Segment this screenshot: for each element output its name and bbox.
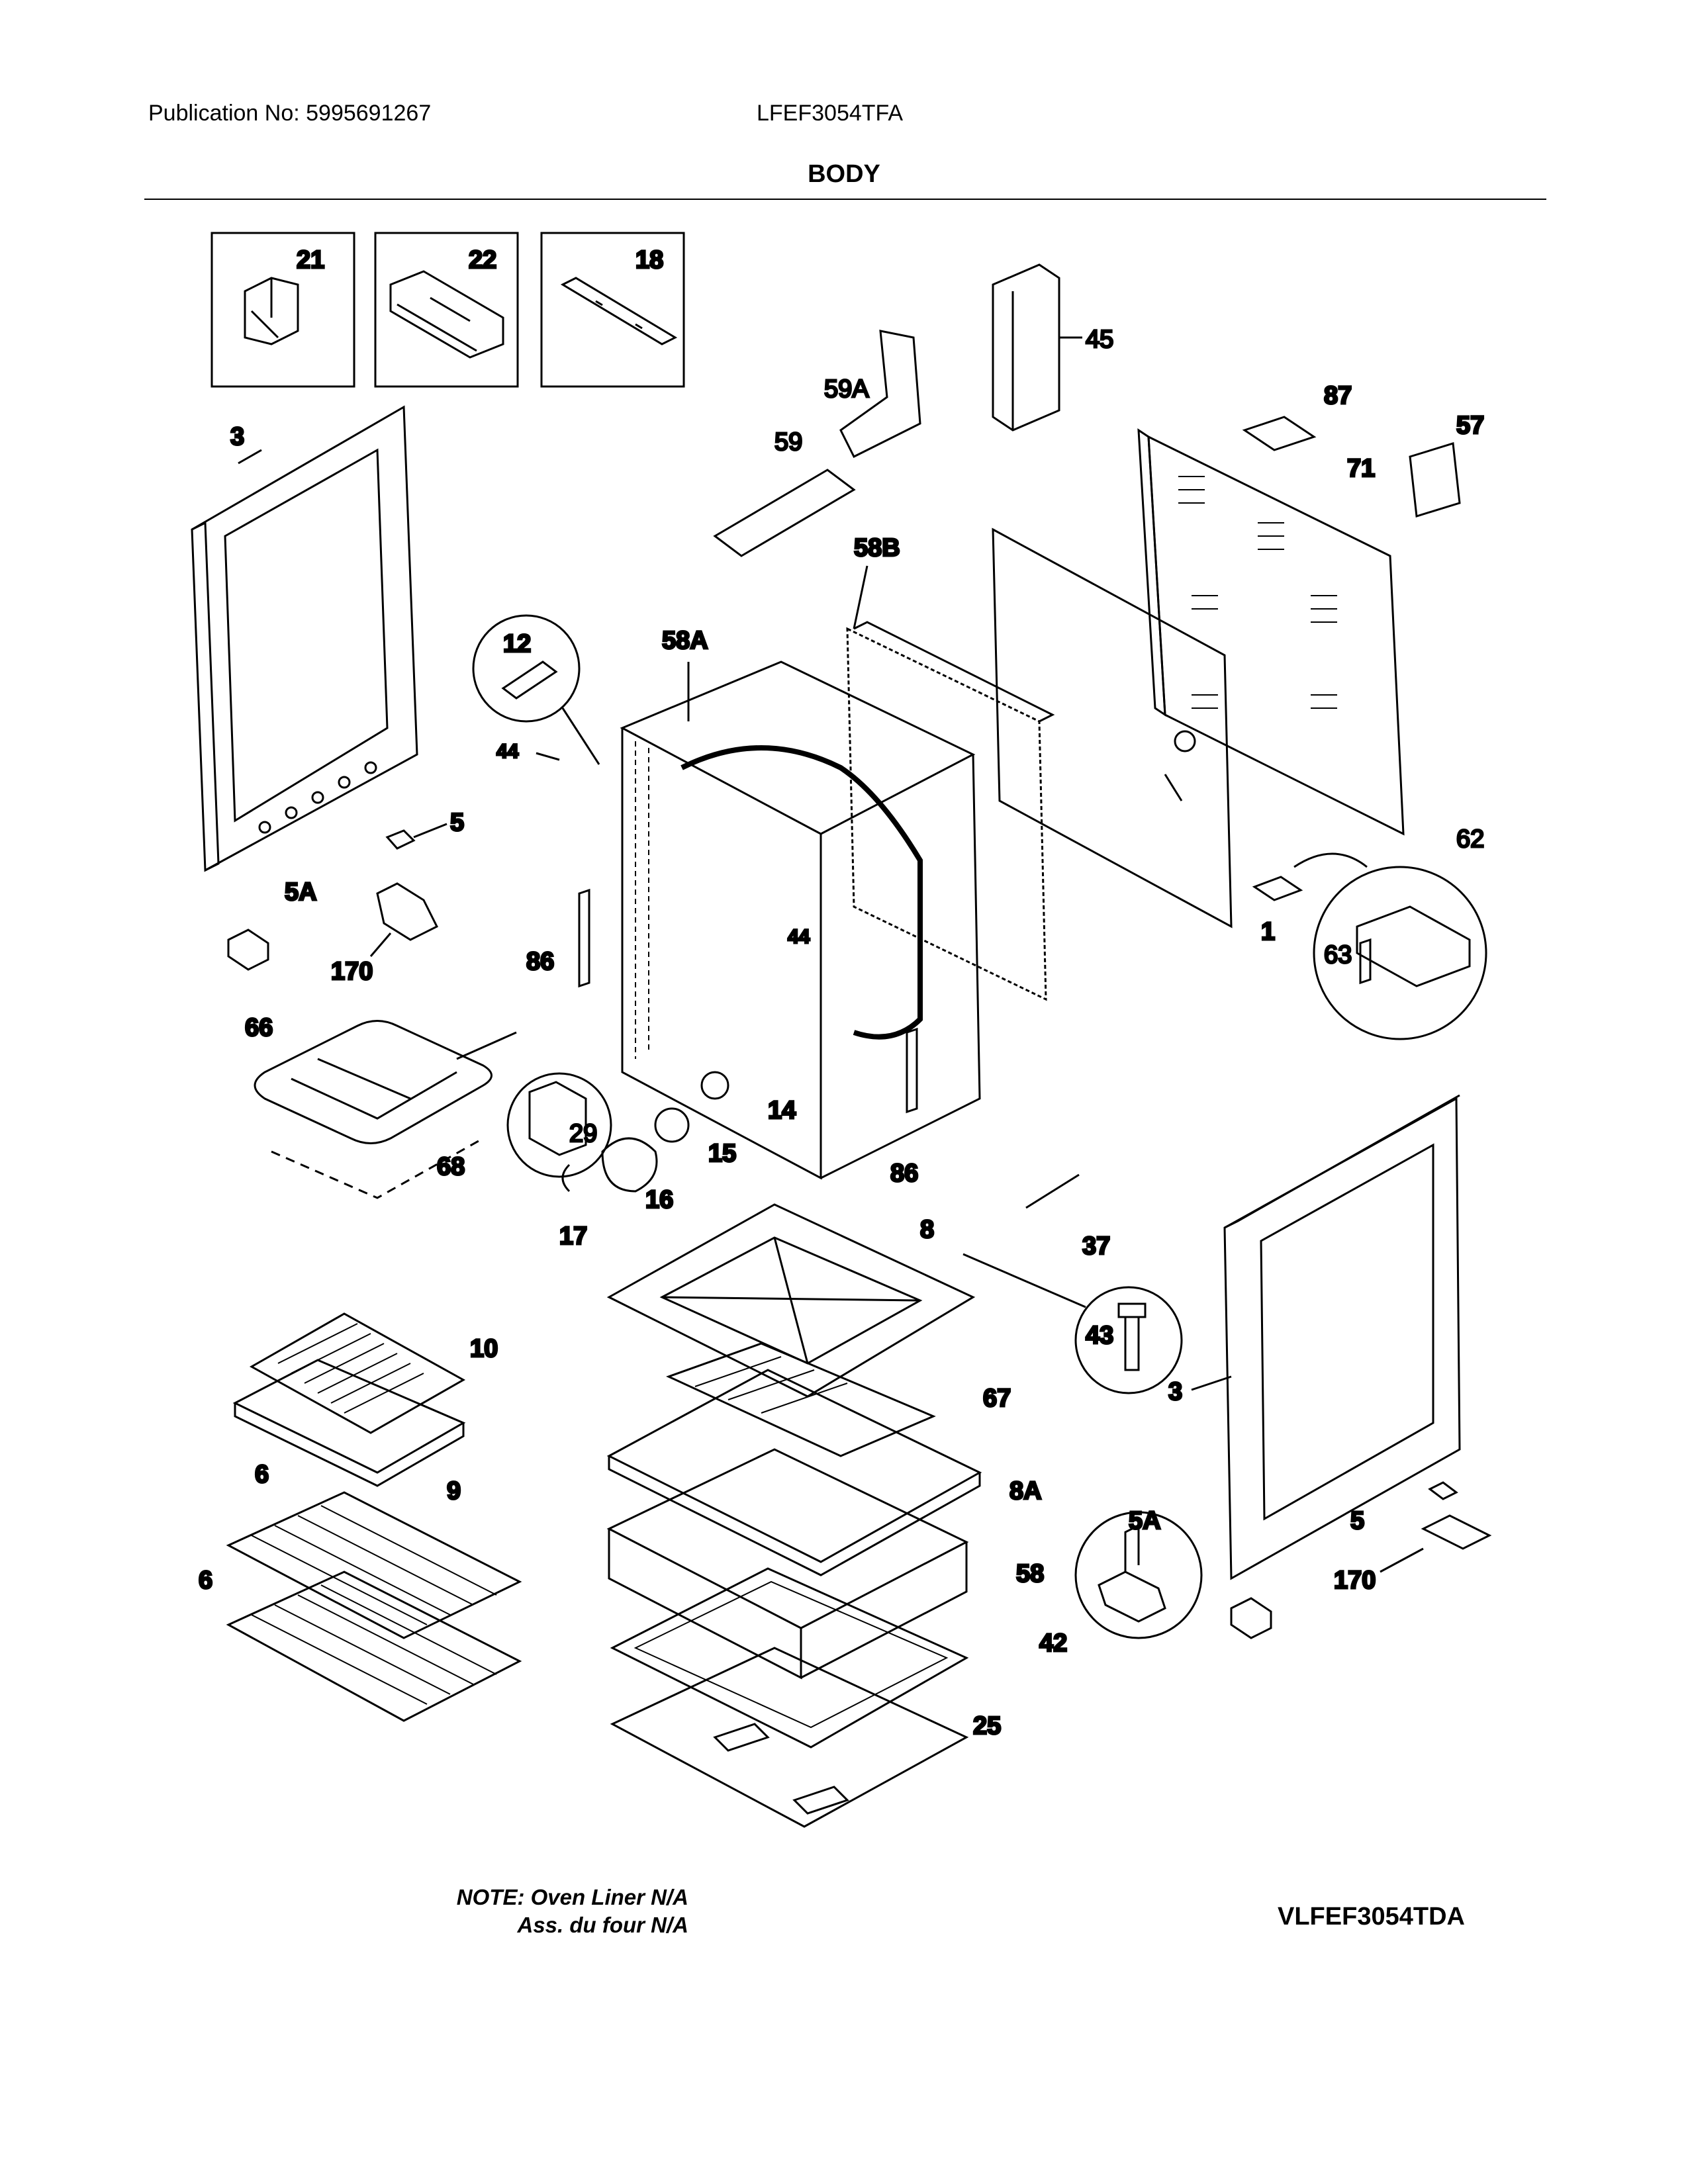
oven-cavity[interactable]: 58A xyxy=(620,626,981,1180)
callout-58b: 58B xyxy=(854,534,900,562)
callout-57: 57 xyxy=(1456,412,1484,439)
callout-58: 58 xyxy=(1016,1560,1044,1588)
vent-duct-59a[interactable]: 59A xyxy=(823,330,921,459)
callout-22: 22 xyxy=(469,246,496,274)
diagram-code: VLFEF3054TDA xyxy=(1278,1903,1465,1931)
section-title: BODY xyxy=(808,160,880,188)
callout-87: 87 xyxy=(1324,382,1352,410)
header-rule xyxy=(144,199,1546,200)
callout-6-b: 6 xyxy=(199,1567,212,1594)
callout-37: 37 xyxy=(1082,1232,1110,1260)
wire-harness-37[interactable]: 37 xyxy=(1025,1173,1111,1261)
callout-59a: 59A xyxy=(824,375,869,403)
callout-66: 66 xyxy=(245,1014,273,1042)
callout-1: 1 xyxy=(1261,918,1275,946)
callout-16: 16 xyxy=(645,1186,673,1214)
publication-number: Publication No: 5995691267 xyxy=(148,101,432,126)
callout-8a: 8A xyxy=(1009,1477,1042,1505)
drawer-bottom-25[interactable]: 25 xyxy=(610,1647,1002,1828)
callout-170-right: 170 xyxy=(1334,1567,1376,1594)
callout-71: 71 xyxy=(1347,455,1375,482)
callout-86-a: 86 xyxy=(526,948,554,976)
callout-170-left: 170 xyxy=(331,958,373,985)
callout-detail-62[interactable]: 62 63 xyxy=(1252,825,1487,1040)
callout-detail-12[interactable]: 12 44 44 xyxy=(472,614,811,949)
note-oven-liner-en: NOTE: Oven Liner N/A xyxy=(456,1885,688,1909)
callout-3-right: 3 xyxy=(1168,1378,1182,1406)
callout-9: 9 xyxy=(447,1477,461,1505)
inset-part-21[interactable]: 21 xyxy=(211,232,355,388)
callout-29: 29 xyxy=(569,1120,597,1148)
inset-part-22[interactable]: 22 xyxy=(374,232,519,388)
bracket-86-left[interactable]: 86 xyxy=(526,888,590,988)
callout-86-b: 86 xyxy=(890,1160,918,1187)
callout-5-right: 5 xyxy=(1350,1507,1364,1535)
inset-part-18[interactable]: 18 xyxy=(540,232,685,388)
callout-42: 42 xyxy=(1039,1629,1067,1657)
callout-25: 25 xyxy=(973,1712,1001,1740)
callout-44-a: 44 xyxy=(496,741,519,762)
insulation-58[interactable]: 58 xyxy=(606,1448,1045,1680)
callout-62: 62 xyxy=(1456,825,1484,853)
callout-18: 18 xyxy=(635,246,663,274)
callout-67: 67 xyxy=(983,1385,1011,1412)
callout-3-left: 3 xyxy=(230,423,244,451)
element-shield-68[interactable]: 68 xyxy=(271,1137,484,1199)
cover-plate-57[interactable]: 57 xyxy=(1409,411,1485,518)
callout-5a-right: 5A xyxy=(1129,1507,1161,1535)
callout-14: 14 xyxy=(768,1097,796,1124)
callout-45: 45 xyxy=(1086,326,1113,353)
callout-detail-5a-right[interactable]: 5A xyxy=(1074,1506,1203,1639)
callout-12: 12 xyxy=(503,630,531,658)
oven-rack-lower[interactable]: 6 xyxy=(198,1566,522,1722)
bracket-86-right[interactable]: 86 xyxy=(890,1027,919,1189)
right-leveling-leg[interactable]: 5 170 xyxy=(1230,1481,1492,1639)
vent-box-45[interactable]: 45 xyxy=(992,263,1115,432)
callout-6-a: 6 xyxy=(255,1461,269,1488)
callout-17: 17 xyxy=(559,1222,587,1250)
right-side-panel[interactable]: 3 xyxy=(1168,1094,1461,1580)
rear-cabinet-panel[interactable]: 1 xyxy=(992,527,1276,947)
callout-21: 21 xyxy=(297,246,324,274)
callout-5-left: 5 xyxy=(450,809,464,837)
oven-rack-upper[interactable]: 6 xyxy=(226,1460,522,1639)
left-side-panel[interactable]: 3 xyxy=(191,405,418,872)
broil-pan-9[interactable]: 9 xyxy=(232,1359,466,1506)
bottom-panel-42[interactable]: 42 xyxy=(610,1567,1068,1749)
broil-element-67[interactable]: 67 xyxy=(666,1342,1012,1457)
callout-68: 68 xyxy=(437,1153,465,1181)
callout-detail-29[interactable]: 29 xyxy=(506,1072,612,1178)
back-panel-71[interactable]: 71 87 xyxy=(1137,381,1405,836)
callout-15: 15 xyxy=(708,1140,736,1167)
callout-59: 59 xyxy=(774,428,802,456)
broil-pan-insert-10[interactable]: 10 xyxy=(249,1312,499,1434)
callout-43: 43 xyxy=(1086,1322,1113,1349)
vent-duct-59[interactable]: 59 xyxy=(713,428,856,557)
oven-light-assembly[interactable]: 14 15 16 17 xyxy=(559,1071,797,1251)
bake-element-66[interactable]: 66 xyxy=(244,1013,517,1144)
callout-58a: 58A xyxy=(662,627,708,655)
callout-44-b: 44 xyxy=(788,926,810,948)
oven-bottom-8a[interactable]: 8A xyxy=(606,1369,1043,1576)
callout-detail-43[interactable]: 43 xyxy=(962,1253,1183,1394)
note-oven-liner-fr: Ass. du four N/A xyxy=(517,1913,688,1937)
left-leveling-leg[interactable]: 5 5A 170 xyxy=(227,808,465,987)
model-number: LFEF3054TFA xyxy=(757,101,904,126)
insulation-58b[interactable]: 58B xyxy=(846,533,1055,1001)
callout-63: 63 xyxy=(1324,941,1352,969)
callout-8: 8 xyxy=(920,1216,934,1244)
oven-bottom-8[interactable]: 8 xyxy=(606,1203,976,1398)
callout-5a-left: 5A xyxy=(285,878,317,906)
callout-10: 10 xyxy=(470,1335,498,1363)
